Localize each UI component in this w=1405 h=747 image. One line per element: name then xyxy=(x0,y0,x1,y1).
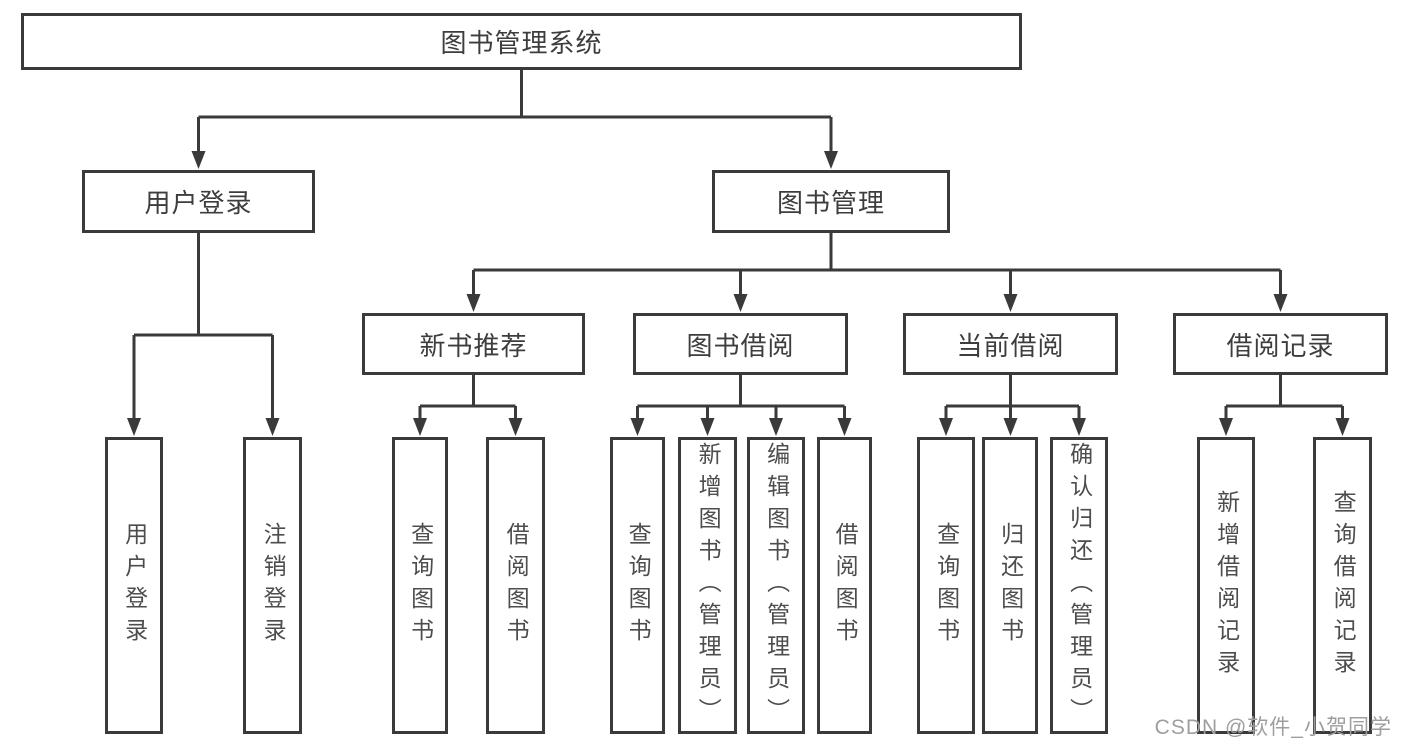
node-label: 用户登录 xyxy=(144,188,253,218)
node-book-management: 图书管理 xyxy=(712,170,950,233)
node-label: 新增借阅记录 xyxy=(1213,489,1240,682)
leaf-user-login: 用户登录 xyxy=(105,437,163,734)
node-library-management-system: 图书管理系统 xyxy=(21,13,1022,70)
leaf-borrow-books-borrow: 借阅图书 xyxy=(817,437,872,734)
node-borrowing-records: 借阅记录 xyxy=(1173,313,1388,375)
node-label: 归还图书 xyxy=(997,521,1024,650)
node-label: 当前借阅 xyxy=(956,330,1065,361)
node-label: 编辑图书（管理员） xyxy=(763,441,790,730)
node-label: 查询图书 xyxy=(625,521,652,650)
leaf-edit-book-admin: 编辑图书（管理员） xyxy=(747,437,805,734)
leaf-query-books-current: 查询图书 xyxy=(917,437,975,734)
leaf-confirm-return-admin: 确认归还（管理员） xyxy=(1050,437,1108,734)
node-book-borrowing: 图书借阅 xyxy=(633,313,848,375)
node-label: 借阅图书 xyxy=(832,521,859,650)
node-label: 新增图书（管理员） xyxy=(695,441,722,730)
node-label: 查询图书 xyxy=(407,521,434,650)
node-label: 借阅记录 xyxy=(1226,330,1335,361)
leaf-borrow-books-recommend: 借阅图书 xyxy=(486,437,545,734)
node-label: 新书推荐 xyxy=(419,330,528,361)
node-label: 借阅图书 xyxy=(503,521,530,650)
node-label: 图书管理 xyxy=(776,188,885,218)
node-user-login: 用户登录 xyxy=(82,170,315,233)
node-label: 查询借阅记录 xyxy=(1330,489,1357,682)
node-label: 注销登录 xyxy=(260,521,287,650)
node-label: 确认归还（管理员） xyxy=(1066,441,1093,730)
node-label: 图书借阅 xyxy=(686,330,795,361)
node-label: 查询图书 xyxy=(933,521,960,650)
node-label: 用户登录 xyxy=(121,521,148,650)
leaf-return-books: 归还图书 xyxy=(982,437,1038,734)
csdn-watermark: CSDN @软件_小贺同学 xyxy=(1154,716,1392,739)
node-label: 图书管理系统 xyxy=(440,28,603,58)
leaf-add-borrow-record: 新增借阅记录 xyxy=(1197,437,1255,734)
leaf-query-borrow-record: 查询借阅记录 xyxy=(1313,437,1372,734)
leaf-query-books-recommend: 查询图书 xyxy=(392,437,448,734)
arrowhead-icons xyxy=(127,151,1350,436)
node-new-book-recommendation: 新书推荐 xyxy=(362,313,585,375)
connector-path xyxy=(132,70,1344,420)
node-current-borrowing: 当前借阅 xyxy=(903,313,1118,375)
leaf-query-books-borrow: 查询图书 xyxy=(610,437,665,734)
leaf-add-book-admin: 新增图书（管理员） xyxy=(678,437,737,734)
leaf-logout: 注销登录 xyxy=(243,437,302,734)
